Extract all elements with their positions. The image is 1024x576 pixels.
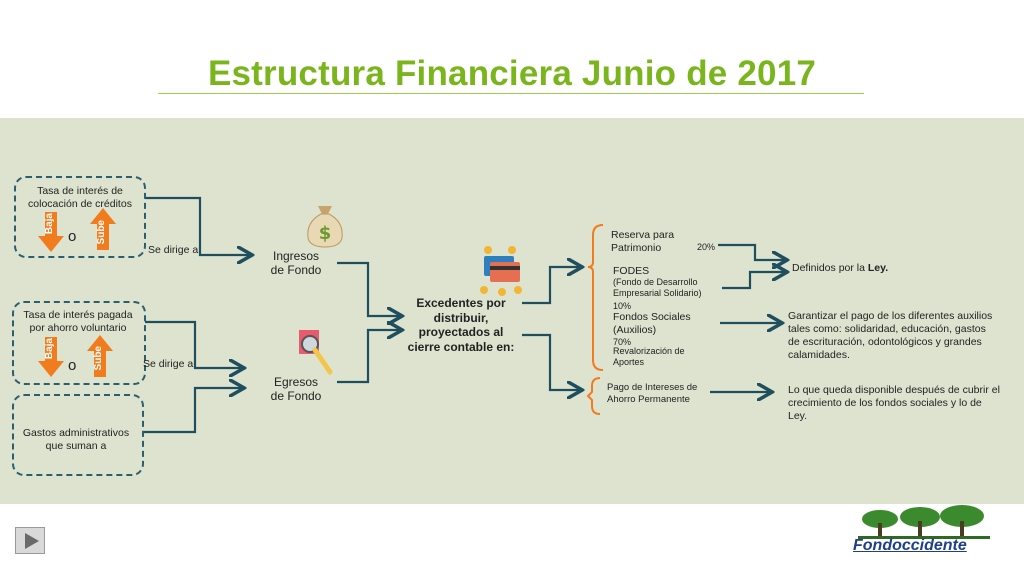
fodes-description: (Fondo de Desarrollo Empresarial Solidar… [613, 277, 702, 298]
magnifier-icon [299, 330, 333, 375]
revalorizacion-item: Revalorización de Aportes [613, 346, 685, 367]
pago-intereses-item: Pago de Intereses de Ahorro Permanente [607, 382, 698, 405]
play-button[interactable] [15, 527, 45, 554]
trees-logo-icon [858, 505, 990, 539]
admin-expenses-box [12, 394, 144, 476]
reserva-item: Reserva para Patrimonio [611, 229, 675, 254]
se-dirige-label-1: Se dirige a [148, 244, 199, 256]
down-arrow-icon [38, 337, 64, 377]
fondos-sociales-item: Fondos Sociales (Auxilios) [613, 311, 691, 336]
or-label-2: o [68, 357, 77, 374]
se-dirige-label-2: Se dirige a [143, 358, 194, 370]
definidos-ley: Ley. [867, 262, 889, 274]
disponible-outcome: Lo que queda disponible después de cubri… [788, 384, 1000, 422]
ingresos-node: Ingresos de Fondo [270, 249, 322, 277]
egresos-node: Egresos de Fondo [270, 375, 322, 403]
baja-label-2: Baja [44, 338, 55, 360]
definidos-prefix: Definidos por la [792, 262, 865, 274]
fodes-item: FODES [613, 265, 650, 277]
up-arrow-icon [87, 335, 113, 377]
fodes-percent: 10% [613, 301, 632, 311]
box3-label: Gastos administrativos que suman a [22, 427, 130, 452]
svg-text:$: $ [319, 223, 332, 244]
or-label-1: o [68, 228, 77, 245]
credit-cards-icon [480, 246, 522, 296]
title-underline [158, 93, 864, 94]
interest-rate-credit-box [14, 176, 146, 258]
brand-logo-text: Fondoccidente [853, 537, 967, 554]
definidos-outcome: Definidos por la Ley. [792, 262, 932, 275]
sube-label-2: Sube [93, 346, 104, 371]
excedentes-node: Excedentes por distribuir, proyectados a… [407, 296, 515, 354]
page-title: Estructura Financiera Junio de 2017 [207, 54, 817, 93]
box1-label: Tasa de interés de colocación de crédito… [28, 185, 132, 210]
up-arrow-icon [90, 208, 116, 250]
sube-label-1: Sube [96, 220, 107, 245]
diagram-panel [0, 118, 1024, 504]
down-arrow-icon [38, 212, 64, 252]
box2-label: Tasa de interés pagada por ahorro volunt… [23, 309, 133, 334]
garantizar-outcome: Garantizar el pago de los diferentes aux… [788, 310, 993, 361]
baja-label-1: Baja [44, 213, 55, 235]
reserva-percent: 20% [697, 242, 716, 252]
money-bag-icon: $ [307, 206, 343, 248]
fondos-percent: 70% [613, 337, 632, 347]
interest-rate-savings-box [12, 301, 146, 385]
